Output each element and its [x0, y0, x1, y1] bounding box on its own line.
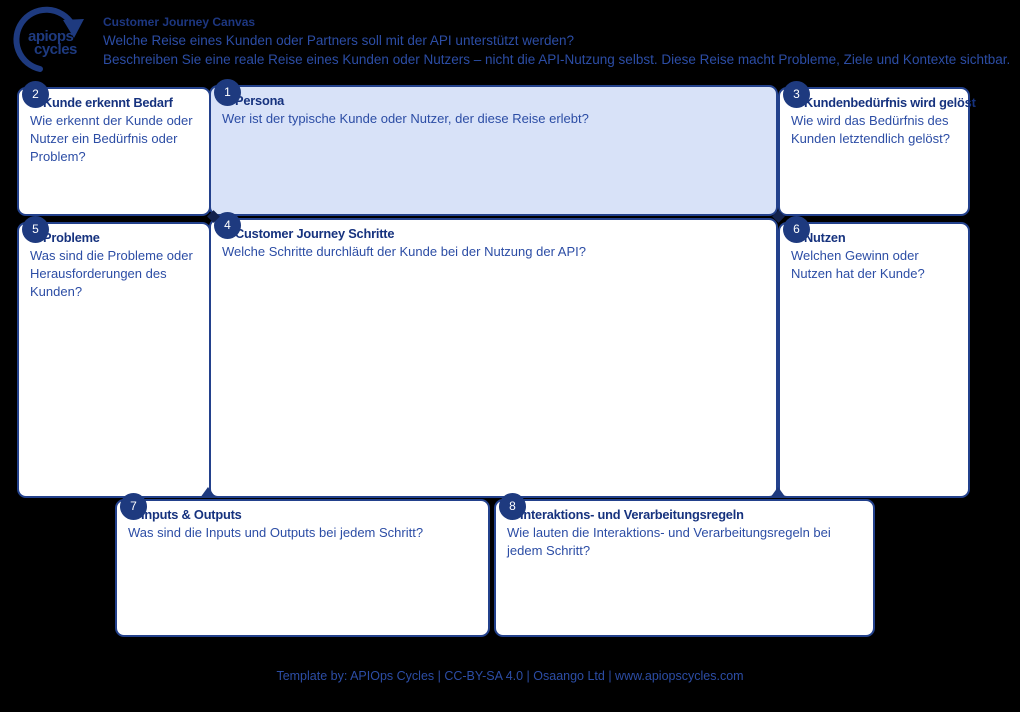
- box-title: Nutzen: [804, 230, 846, 245]
- box-title: Interaktions- und Verarbeitungsregeln: [520, 507, 744, 522]
- box-question: Welche Schritte durchläuft der Kunde bei…: [222, 244, 586, 260]
- step-number-badge: 5: [22, 216, 49, 243]
- box-title: Customer Journey Schritte: [235, 226, 395, 241]
- box-question: Was sind die Inputs und Outputs bei jede…: [128, 525, 424, 541]
- box-nutzen[interactable]: 6 Nutzen Welchen Gewinn oder Nutzen hat …: [778, 216, 970, 498]
- box-question: Wie erkennt der Kunde oder Nutzer ein Be…: [30, 113, 193, 164]
- box-question: Wer ist der typische Kunde oder Nutzer, …: [222, 111, 589, 127]
- connector-arrow-up-icon: [770, 487, 786, 498]
- header-subtitle-question: Welche Reise eines Kunden oder Partners …: [103, 33, 574, 48]
- step-number-badge: 4: [214, 212, 241, 239]
- box-probleme[interactable]: 5 Probleme Was sind die Probleme oder He…: [17, 216, 211, 498]
- box-title: Inputs & Outputs: [141, 507, 242, 522]
- step-number-badge: 1: [214, 79, 241, 106]
- step-number-badge: 2: [22, 81, 49, 108]
- box-question: Wie lauten die Interaktions- und Verarbe…: [507, 525, 831, 558]
- box-title: Probleme: [43, 230, 100, 245]
- step-number-badge: 7: [120, 493, 147, 520]
- step-number-badge: 3: [783, 81, 810, 108]
- box-question: Welchen Gewinn oder Nutzen hat der Kunde…: [791, 248, 925, 281]
- step-number-badge: 8: [499, 493, 526, 520]
- box-title: Kunde erkennt Bedarf: [43, 95, 173, 110]
- apiops-cycles-logo-icon: apiops cycles: [13, 6, 84, 72]
- box-customer-journey-schritte[interactable]: 4 Customer Journey Schritte Welche Schri…: [209, 212, 778, 498]
- step-number-badge: 6: [783, 216, 810, 243]
- box-question: Was sind die Probleme oder Herausforderu…: [30, 248, 193, 299]
- connector-arrow-up-icon: [200, 487, 216, 498]
- box-inputs-outputs[interactable]: 7 Inputs & Outputs Was sind die Inputs u…: [115, 493, 490, 637]
- box-persona[interactable]: 1 Persona Wer ist der typische Kunde ode…: [209, 79, 778, 216]
- logo-text-line1: apiops: [28, 28, 73, 45]
- box-question: Wie wird das Bedürfnis des Kunden letzte…: [791, 113, 951, 146]
- page-title: Customer Journey Canvas: [103, 15, 256, 29]
- header-subtitle-description: Beschreiben Sie eine reale Reise eines K…: [103, 52, 1011, 67]
- box-title: Persona: [235, 93, 285, 108]
- logo-text-line2: cycles: [34, 41, 77, 58]
- box-title: Kundenbedürfnis wird gelöst: [804, 95, 976, 110]
- box-kundenbeduerfnis-wird-geloest[interactable]: 3 Kundenbedürfnis wird gelöst Wie wird d…: [778, 81, 976, 216]
- footer-attribution: Template by: APIOps Cycles | CC-BY-SA 4.…: [276, 669, 744, 683]
- box-interaktions-verarbeitungsregeln[interactable]: 8 Interaktions- und Verarbeitungsregeln …: [494, 493, 875, 637]
- box-kunde-erkennt-bedarf[interactable]: 2 Kunde erkennt Bedarf Wie erkennt der K…: [17, 81, 211, 216]
